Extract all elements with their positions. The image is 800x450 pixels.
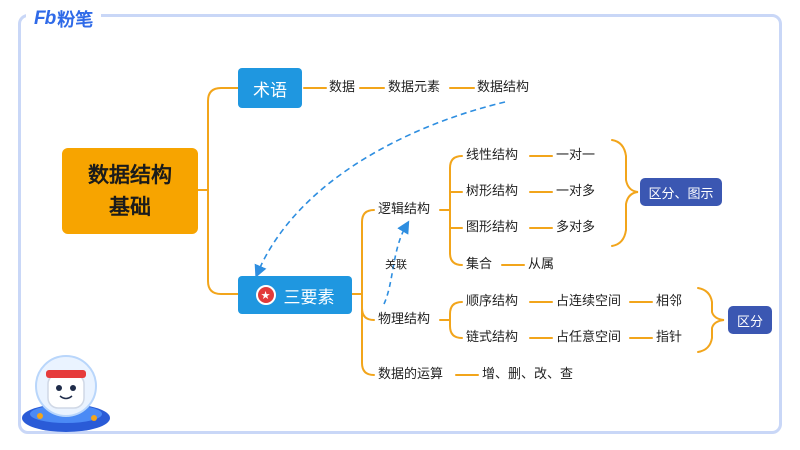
linear-relation-label: 一对一	[556, 148, 596, 163]
linked-feature-label: 指针	[656, 330, 683, 345]
operations-query: 查	[560, 367, 574, 382]
tree-relation-label: 一对多	[556, 184, 596, 199]
brand-mark: Fb	[34, 8, 56, 29]
physical-branch-connector	[439, 301, 463, 339]
sequential-feature-label: 相邻	[656, 294, 683, 309]
root-node: 数据结构 基础	[62, 148, 198, 234]
term-node: 术语	[238, 68, 302, 108]
logic-brace	[611, 139, 639, 247]
linked-space-label: 占任意空间	[556, 330, 622, 345]
logic-tag: 区分、图示	[640, 178, 722, 206]
brand-logo: Fb 粉笔	[26, 6, 102, 32]
logic-structure-label: 逻辑结构	[378, 202, 431, 217]
sequential-structure-label: 顺序结构	[466, 294, 519, 309]
graph-structure-label: 图形结构	[466, 220, 519, 235]
term-data-structure: 数据结构	[477, 80, 530, 95]
root-branch-connector	[197, 87, 239, 295]
physical-tag: 区分	[728, 306, 772, 334]
three-elements-branch-connector	[351, 209, 375, 376]
three-elements-node: ★ 三要素	[238, 276, 352, 314]
physical-brace	[697, 287, 725, 353]
linear-structure-label: 线性结构	[466, 148, 519, 163]
term-data: 数据	[329, 80, 356, 95]
tree-structure-label: 树形结构	[466, 184, 519, 199]
physical-to-logic-arrow	[383, 220, 410, 305]
operations-list: 增、删、改、查	[482, 367, 573, 383]
physical-structure-label: 物理结构	[378, 312, 431, 327]
graph-relation-label: 多对多	[556, 220, 596, 235]
logic-branch-connector	[439, 155, 463, 266]
term-to-three-elements-arrow	[254, 101, 506, 278]
relation-label: 关联	[385, 258, 407, 271]
term-data-element: 数据元素	[388, 80, 441, 95]
sequential-space-label: 占连续空间	[556, 294, 622, 309]
three-elements-label: 三要素	[283, 287, 335, 308]
operations-basic: 增、删、改、	[482, 367, 561, 382]
set-structure-label: 集合	[466, 257, 493, 272]
mascot-illustration	[22, 355, 110, 432]
star-icon: ★	[255, 285, 276, 305]
operations-label: 数据的运算	[378, 367, 444, 382]
brand-name: 粉笔	[57, 10, 94, 31]
set-relation-label: 从属	[528, 257, 555, 272]
linked-structure-label: 链式结构	[466, 330, 519, 345]
